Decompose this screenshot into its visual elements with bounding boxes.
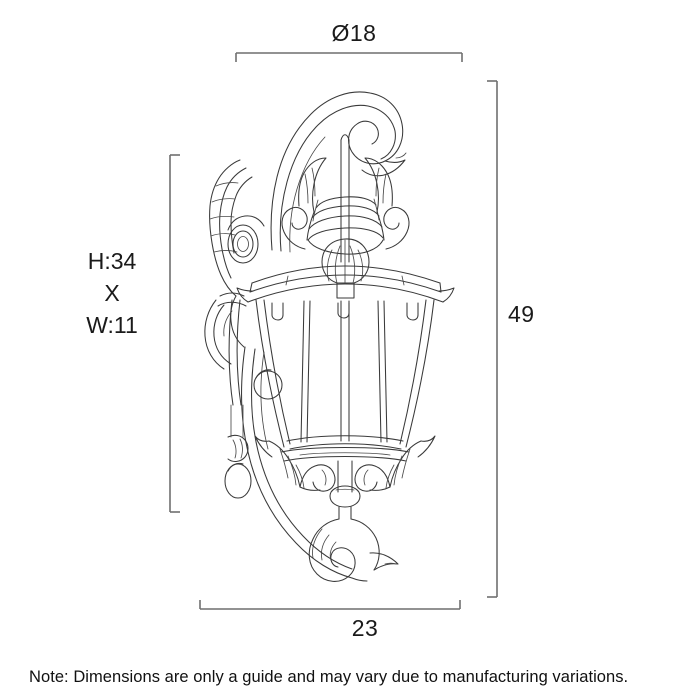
lantern-bottom-collar bbox=[280, 446, 410, 462]
glass-height-text: H:34 bbox=[87, 248, 137, 274]
palmette-fan-ornament bbox=[321, 238, 370, 299]
top-left-leaf-scroll bbox=[281, 157, 327, 250]
diameter-dimension-label: Ø18 bbox=[331, 20, 377, 46]
overall-depth-dimension-label: 23 bbox=[351, 615, 379, 641]
wall-bracket-backplate bbox=[209, 159, 253, 348]
overall-height-dimension-label: 49 bbox=[508, 301, 535, 327]
dimension-disclaimer-note: Note: Dimensions are only a guide and ma… bbox=[29, 668, 629, 686]
glass-size-dimension-label: H:34 X W:11 bbox=[62, 245, 162, 341]
top-dimension-bracket bbox=[235, 52, 463, 62]
bracket-oval-boss bbox=[227, 215, 265, 264]
lantern-cage-top-rim bbox=[236, 265, 455, 321]
glass-width-text: W:11 bbox=[86, 312, 138, 338]
upper-c-scroll-arm bbox=[270, 91, 407, 253]
top-right-leaf-scroll bbox=[364, 157, 410, 250]
bracket-knob bbox=[253, 369, 283, 400]
bottom-dimension-bracket bbox=[199, 600, 461, 610]
bracket-mid-ring bbox=[204, 299, 233, 370]
bottom-right-acanthus-leaf bbox=[354, 435, 436, 492]
bracket-lower-leaf-detail bbox=[217, 292, 252, 499]
bottom-center-stem bbox=[329, 460, 361, 520]
glass-size-separator-text: X bbox=[104, 280, 120, 306]
right-dimension-bracket bbox=[487, 80, 498, 598]
left-dimension-bracket bbox=[169, 154, 180, 513]
central-crown-finial bbox=[307, 134, 384, 263]
lower-bracket-sweep-arm bbox=[241, 346, 368, 582]
